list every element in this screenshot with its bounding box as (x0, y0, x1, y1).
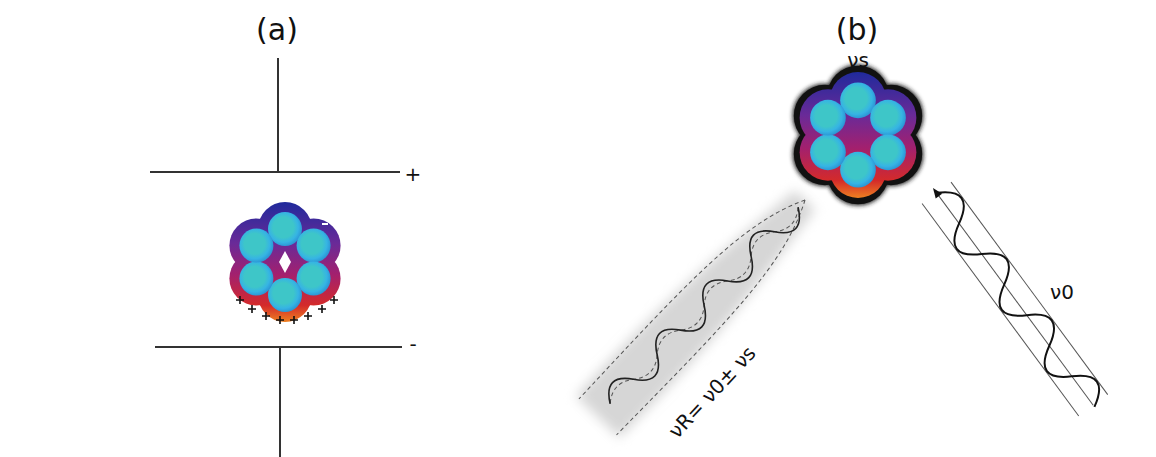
negative-charges (252, 205, 328, 224)
frequency-label: ν0 (1050, 282, 1074, 302)
panel-label: (b) (836, 15, 878, 45)
plate-polarity: - (409, 334, 416, 354)
plate-polarity: + (405, 164, 422, 184)
incident-wave (919, 177, 1109, 417)
cluster-a (229, 202, 340, 322)
frequency-label: νs (847, 50, 869, 70)
capacitor-plates (150, 58, 402, 457)
panel-label: (a) (256, 15, 298, 45)
positive-charges (236, 296, 338, 324)
cluster-b (793, 64, 924, 205)
